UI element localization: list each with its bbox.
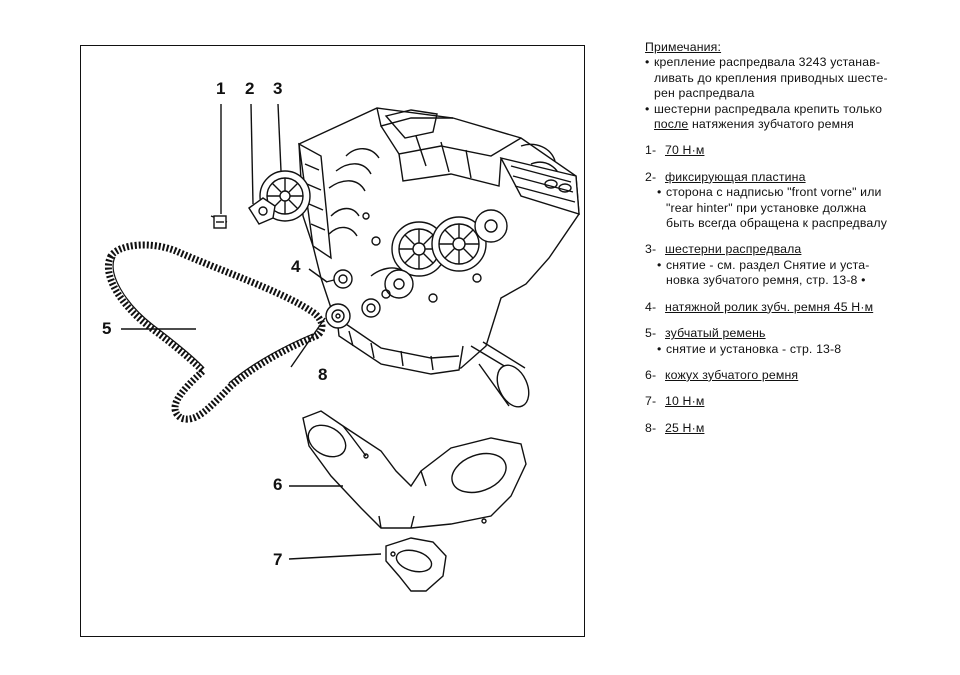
parts-list-item: 7- 10 Н·м [645,394,930,409]
item-number: 6- [645,367,657,382]
callout-2: 2 [245,79,255,98]
item-number: 1- [645,143,657,158]
notes-panel: Примечания: • крепление распредвала 3243… [645,40,930,436]
timing-belt-cover [302,410,527,529]
toothed-belt [104,241,326,423]
bullet-dot: • [657,341,662,356]
item-number: 8- [645,420,657,435]
parts-list-item: 6- кожух зубчатого ремня [645,368,930,383]
parts-list-item: 4- натяжной ролик зубч. ремня 45 Н·м [645,300,930,315]
item-sub-line: быть всегда обращена к распредвалу [666,216,888,231]
callout-1: 1 [216,79,226,98]
callout-3: 3 [273,79,283,98]
callout-4: 4 [291,257,301,276]
callout-7: 7 [273,550,283,569]
note-line: шестерни распредвала крепить только [654,101,883,116]
item-sub-line: снятие и установка - стр. 13-8 [666,341,842,356]
tensioner-roller [325,269,353,289]
bolt [210,215,228,229]
note-line: рен распредвала [654,86,755,101]
item-sub-line: новка зубчатого ремня, стр. 13-8 • [666,273,866,288]
leader-lines [121,103,382,560]
note-emphasis: после [654,117,689,132]
bullet-dot: • [657,257,662,272]
item-title: кожух зубчатого ремня [665,367,799,382]
item-title: шестерни распредвала [665,242,802,257]
note-line: ливать до крепления приводных шесте- [654,70,888,85]
item-title: 70 Н·м [665,143,705,158]
parts-list-item: 5- зубчатый ремень• снятие и установка - с… [645,326,930,357]
item-sub-bullet: • сторона с надписью "front vorne" или"re… [645,185,930,231]
item-sub-line: "rear hinter" при установке должна [666,200,867,215]
item-number: 3- [645,242,657,257]
notes-header: Примечания: [645,40,722,54]
item-number: 5- [645,326,657,341]
exploded-view-drawing: 1 2 3 4 5 6 7 8 [80,45,585,637]
item-number: 4- [645,299,657,314]
retaining-plate [248,197,276,225]
item-title: натяжной ролик зубч. ремня 45 Н·м [665,299,874,314]
parts-list-item: 8- 25 Н·м [645,421,930,436]
item-sub-line: сторона с надписью "front vorne" или [666,185,882,200]
callout-8: 8 [318,365,328,384]
parts-list-item: 2- фиксирующая пластина• сторона с надпись… [645,170,930,232]
parts-list-item: 1- 70 Н·м [645,143,930,158]
item-sub-line: снятие - см. раздел Снятие и уста- [666,257,870,272]
note-line: крепление распредвала 3243 устанав- [654,55,881,70]
note-bullet: • шестерни распредвала крепить только по… [645,102,930,133]
note-line: натяжения зубчатого ремня [688,117,854,132]
callout-6: 6 [273,475,283,494]
item-number: 7- [645,394,657,409]
bullet-dot: • [645,55,650,70]
note-bullet: • крепление распредвала 3243 устанав- ли… [645,55,930,101]
item-title: 10 Н·м [665,394,705,409]
parts-list-item: 3- шестерни распредвала• снятие - см. разд… [645,242,930,288]
item-title: фиксирующая пластина [665,169,806,184]
small-cover [385,537,447,592]
engine-illustration [298,107,580,408]
item-sub-bullet: • снятие и установка - стр. 13-8 [645,342,930,357]
bullet-dot: • [657,185,662,200]
item-sub-bullet: • снятие - см. раздел Снятие и уста-новка… [645,258,930,289]
item-title: зубчатый ремень [665,326,766,341]
bullet-dot: • [645,101,650,116]
item-number: 2- [645,169,657,184]
callout-5: 5 [102,319,112,338]
idler-pulley [325,298,381,329]
item-title: 25 Н·м [665,420,705,435]
